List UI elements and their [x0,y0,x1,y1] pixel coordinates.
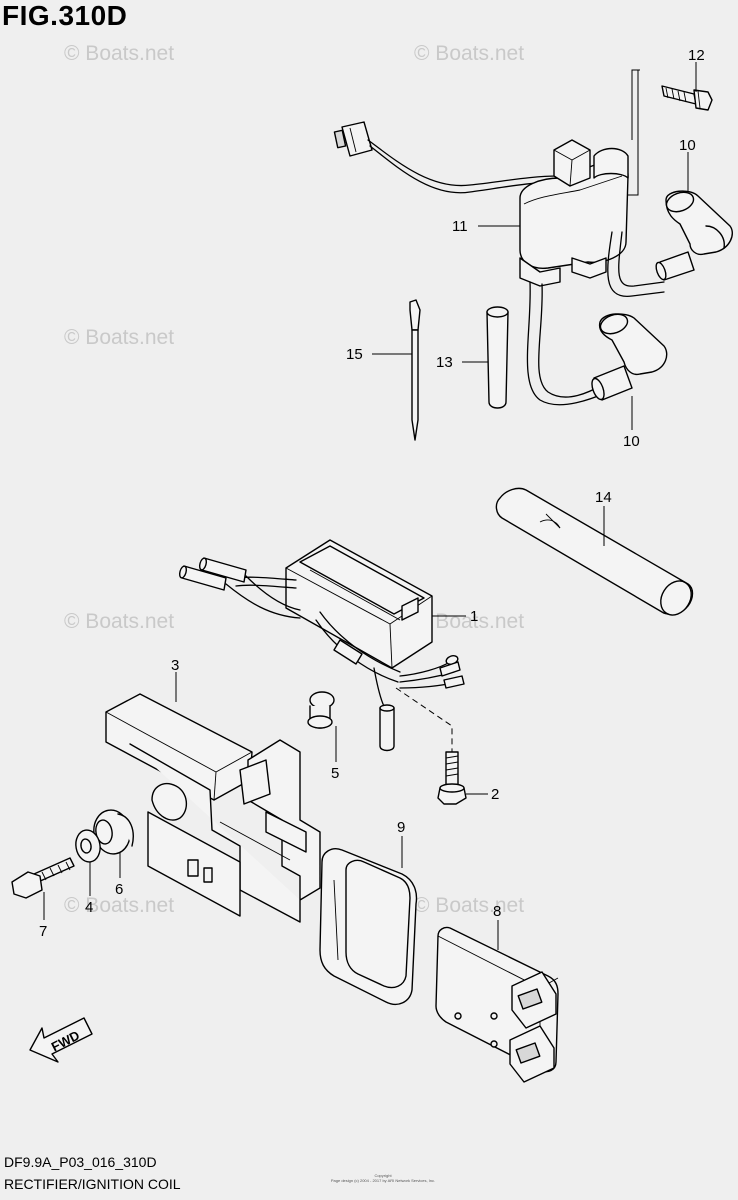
part-4-washer[interactable] [73,828,102,864]
copyright-notice: Copyright Page design (c) 2004 - 2017 by… [318,1173,448,1183]
part-1-rectifier[interactable] [178,539,465,760]
callout-6[interactable]: 6 [115,881,123,898]
callout-4[interactable]: 4 [85,899,93,916]
part-3-bracket[interactable] [105,693,321,923]
callout-15[interactable]: 15 [346,346,363,363]
callout-8[interactable]: 8 [493,903,501,920]
callout-9[interactable]: 9 [397,819,405,836]
part-13-tube[interactable] [486,306,509,409]
part-9-cover[interactable] [319,848,418,1006]
callout-10-upper[interactable]: 10 [679,137,696,154]
part-15-cable-tie[interactable] [409,299,421,441]
part-10-plug-cap-lower[interactable] [590,311,668,401]
copyright-line: Copyright [374,1173,392,1178]
watermark-text: © Boats.net [64,326,174,349]
figure-caption: RECTIFIER/IGNITION COIL [4,1176,181,1192]
fwd-label: FWD [49,1028,82,1055]
callout-12[interactable]: 12 [688,47,705,64]
callout-13[interactable]: 13 [436,354,453,371]
figure-code: DF9.9A_P03_016_310D [4,1154,157,1170]
part-14-protector-sleeve[interactable] [495,487,697,620]
callout-numbers: 12 10 11 15 13 10 14 1 3 5 2 9 6 4 7 8 [39,47,705,940]
callout-11[interactable]: 11 [452,218,468,235]
watermark-text: © Boats.net [414,894,524,917]
callout-1[interactable]: 1 [470,608,478,625]
part-6-grommet[interactable] [90,807,134,857]
watermark-text: © Boats.net [64,894,174,917]
copyright-line: Page design (c) 2004 - 2017 by ARI Netwo… [330,1178,436,1183]
callout-7[interactable]: 7 [39,923,47,940]
part-10-plug-cap-upper[interactable] [654,189,734,281]
leader-lines [43,62,697,950]
part-2-bolt[interactable] [437,751,467,805]
callout-2[interactable]: 2 [491,786,499,803]
part-5-grommet[interactable] [307,691,335,729]
fwd-arrow-icon: FWD [29,1017,93,1063]
figure-title: FIG.310D [2,0,128,31]
part-7-bolt[interactable] [11,857,75,899]
callout-10-lower[interactable]: 10 [623,433,640,450]
callout-3[interactable]: 3 [171,657,179,674]
part-8-module[interactable] [435,926,559,1083]
watermark-text: © Boats.net [414,42,524,65]
watermark-text: © Boats.net [64,42,174,65]
callout-5[interactable]: 5 [331,765,339,782]
callout-14[interactable]: 14 [595,489,612,506]
part-11-ignition-coil[interactable] [333,121,665,406]
watermark-text: © Boats.net [64,610,174,633]
